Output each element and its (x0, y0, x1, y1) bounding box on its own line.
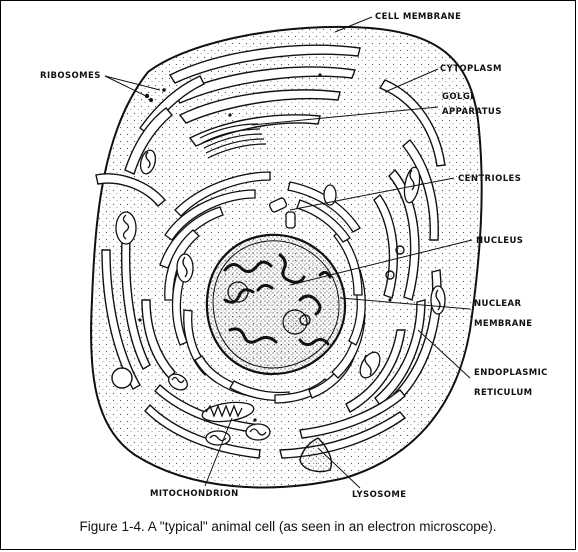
diagram-labels: CELL MEMBRANE RIBOSOMES CYTOPLASM GOLGI … (40, 12, 548, 500)
label-mitochondrion: MITOCHONDRION (150, 489, 239, 499)
nucleolus (227, 281, 249, 303)
perinuclear-er (159, 171, 366, 404)
label-lysosome: LYSOSOME (352, 490, 406, 500)
ribosome-dots (138, 73, 392, 422)
label-cell-membrane: CELL MEMBRANE (375, 12, 461, 22)
animal-cell-diagram: CELL MEMBRANE RIBOSOMES CYTOPLASM GOLGI … (40, 12, 548, 500)
nucleolus (282, 309, 308, 335)
vacuole (111, 367, 133, 389)
nucleus (205, 233, 347, 376)
nuclear-membrane (205, 233, 347, 376)
centrioles (268, 197, 296, 229)
label-golgi-line1: GOLGI (442, 92, 474, 102)
label-nucleus: NUCLEUS (476, 236, 523, 246)
label-er-line2: RETICULUM (474, 388, 533, 398)
label-nuclear-membrane-line1: NUCLEAR (474, 299, 521, 309)
label-centrioles: CENTRIOLES (458, 174, 521, 184)
label-golgi-line2: APPARATUS (442, 107, 502, 117)
leader-lines (104, 16, 473, 489)
label-nuclear-membrane-line2: MEMBRANE (474, 319, 532, 329)
golgi-apparatus (199, 123, 267, 159)
label-er-line1: ENDOPLASMIC (474, 368, 548, 378)
label-ribosomes: RIBOSOMES (40, 71, 101, 81)
figure-caption: Figure 1-4. A "typical" animal cell (as … (79, 519, 497, 534)
label-cytoplasm: CYTOPLASM (440, 64, 502, 74)
